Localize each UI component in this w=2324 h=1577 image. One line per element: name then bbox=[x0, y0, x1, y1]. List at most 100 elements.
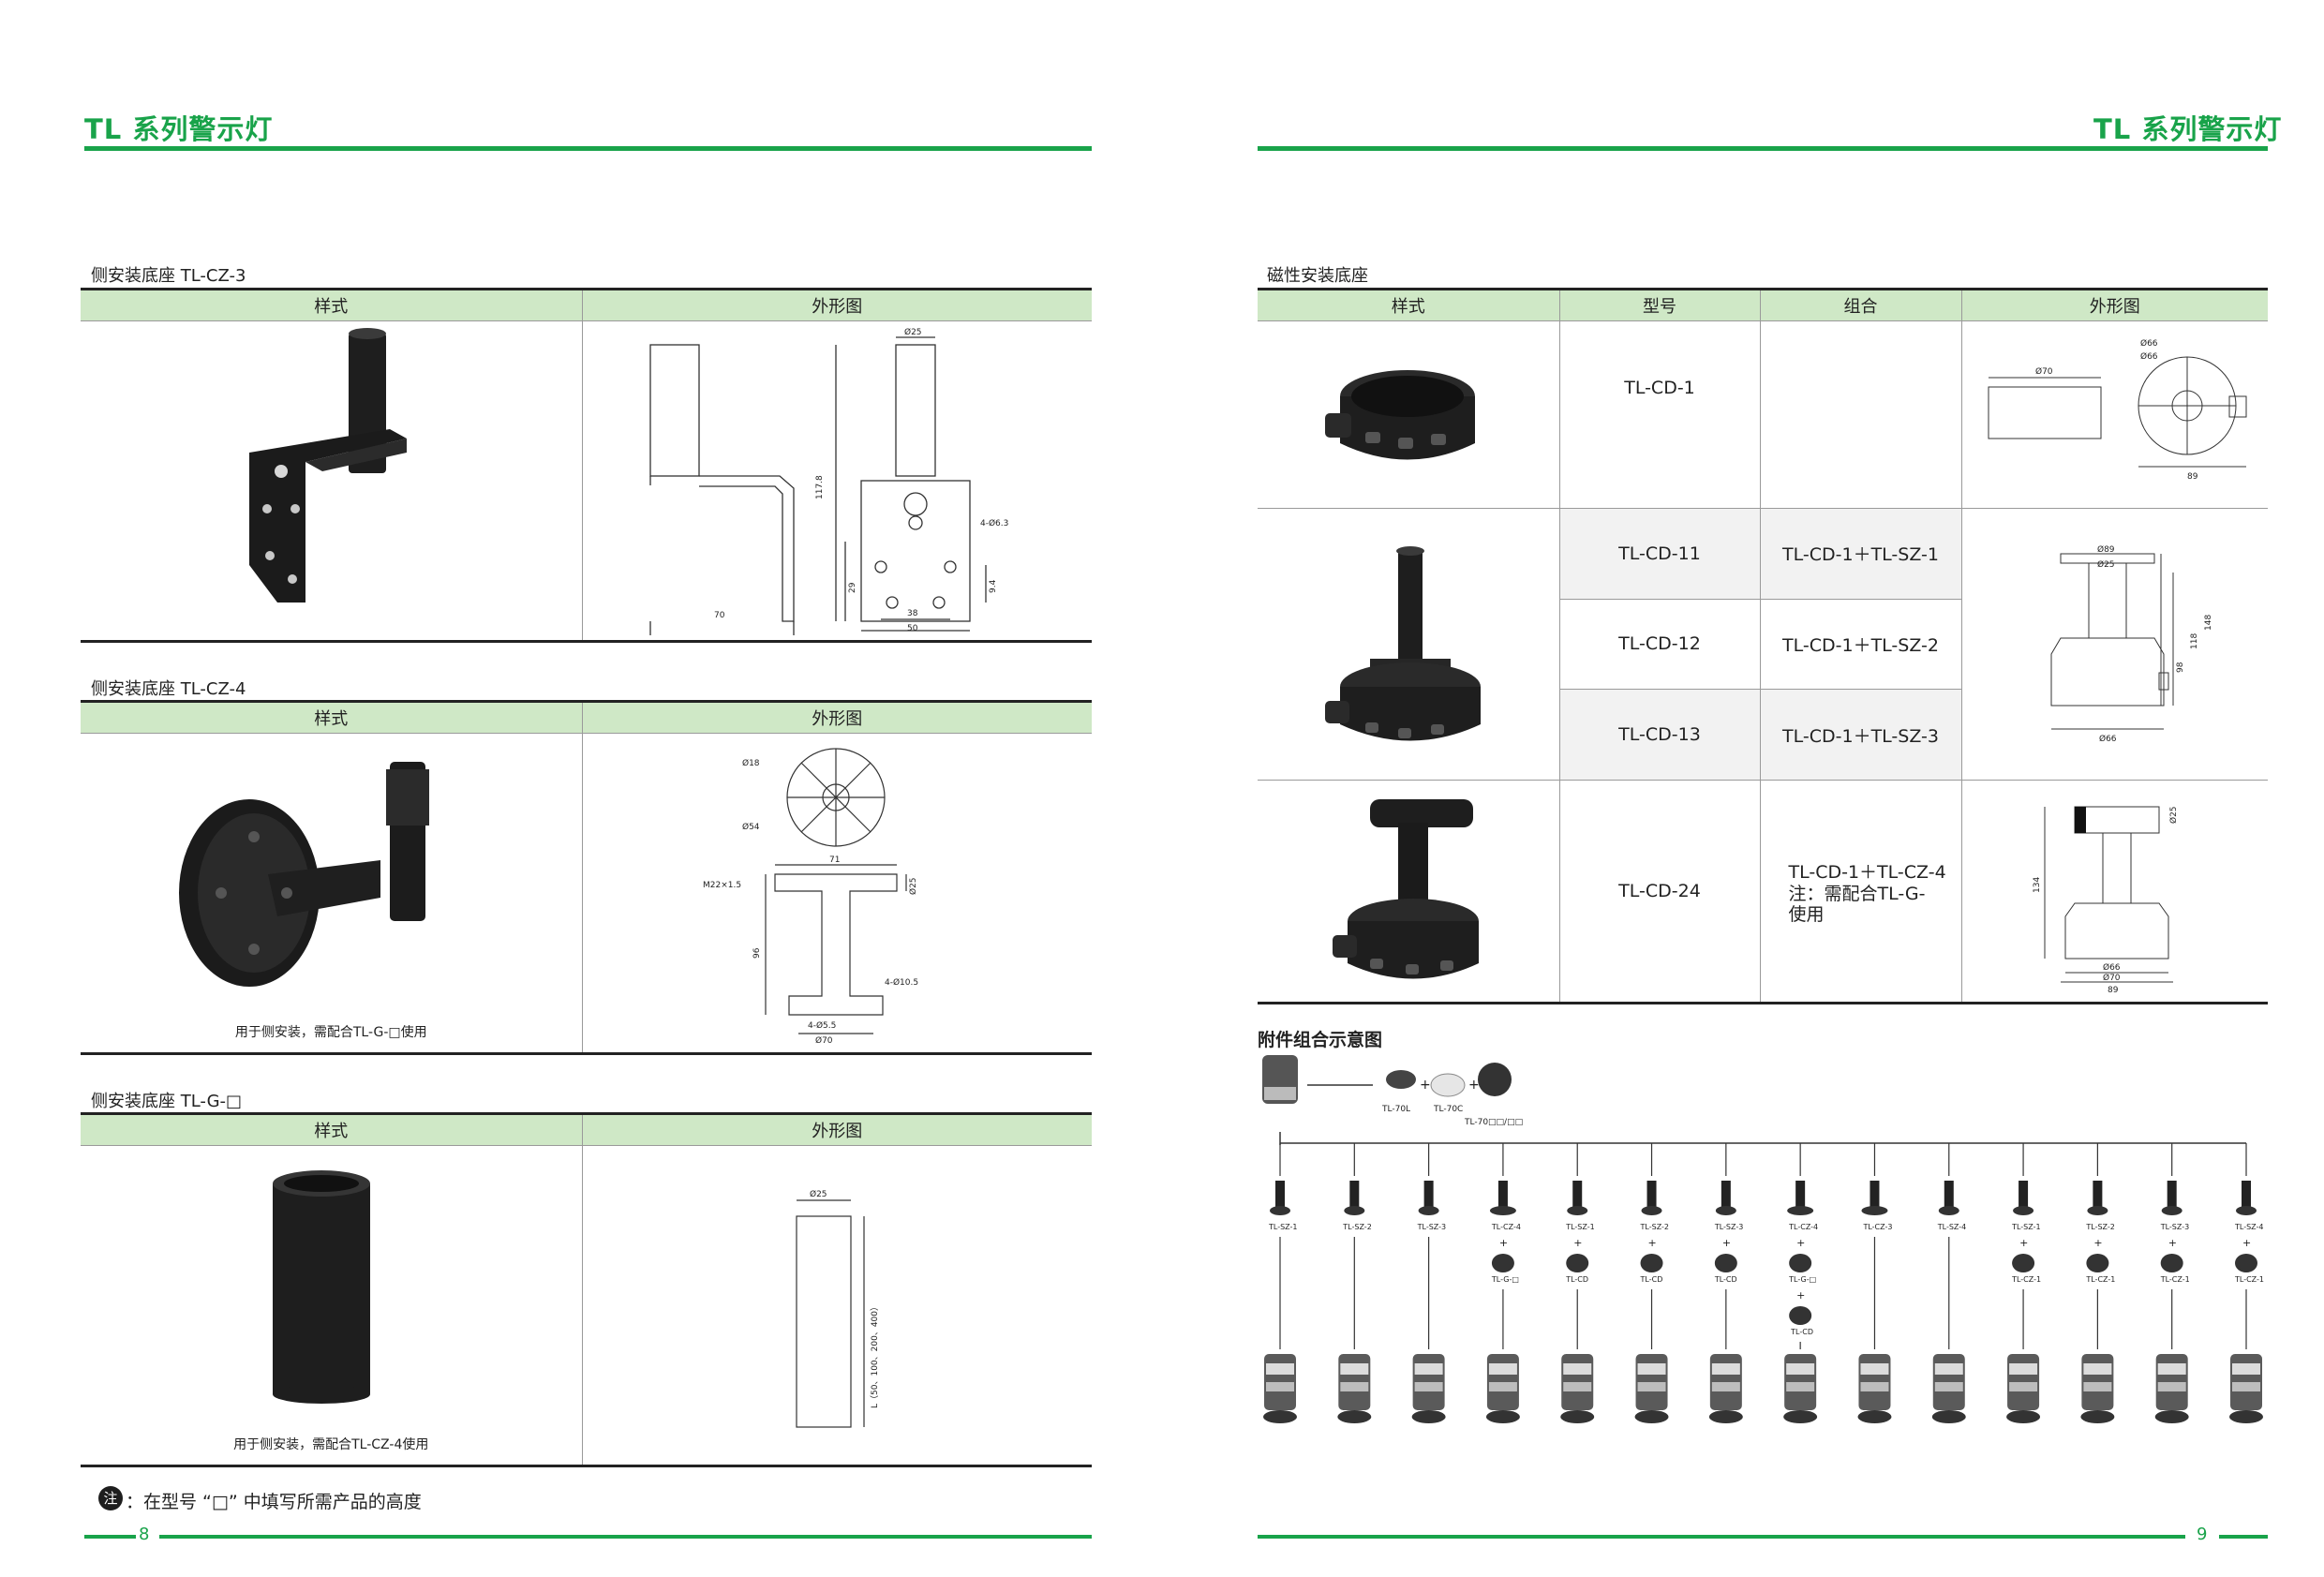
section-title-g: 侧安装底座 TL-G-□ bbox=[91, 1092, 243, 1111]
drawing-cell: Ø25 134 Ø66 Ø70 89 bbox=[1960, 780, 2268, 1004]
accessory-label: TL-CZ-4 bbox=[1491, 1223, 1521, 1231]
dim-label: Ø18 bbox=[742, 758, 760, 768]
column-header-combination: 组合 bbox=[1759, 288, 1962, 321]
photo-cell bbox=[81, 320, 583, 643]
dim-label: 134 bbox=[2033, 877, 2042, 893]
header-rule-right bbox=[1258, 146, 2268, 151]
mount-part-icon bbox=[1497, 1181, 1508, 1209]
dim-label: Ø25 bbox=[908, 877, 918, 895]
accessory-column: TL-SZ-1+TL-CD bbox=[1560, 1143, 1595, 1423]
mount-part-icon bbox=[2019, 1181, 2029, 1209]
accessory-label: TL-SZ-2 bbox=[1342, 1223, 1371, 1231]
mount-base-icon bbox=[2013, 1206, 2034, 1215]
dim-label: 98 bbox=[2176, 662, 2185, 673]
dim-label: 4-Ø5.5 bbox=[808, 1020, 836, 1031]
combo-cell: TL-CD-1＋TL-SZ-3 bbox=[1759, 689, 1961, 781]
accessory-label: TL-CZ-4 bbox=[1788, 1223, 1818, 1231]
plus-sign: + bbox=[1796, 1237, 1805, 1249]
accessory-label: TL-CD bbox=[1565, 1275, 1588, 1284]
dim-label: Ø66 bbox=[2140, 351, 2158, 362]
accessory-label: TL-SZ-1 bbox=[2011, 1223, 2040, 1231]
dim-label: Ø25 bbox=[904, 327, 922, 337]
mount-base-icon bbox=[1861, 1206, 1888, 1215]
plus-sign: + bbox=[2168, 1237, 2177, 1249]
accessory-label: TL-CZ-1 bbox=[2085, 1275, 2115, 1284]
mount-base-icon bbox=[1489, 1206, 1516, 1215]
accessory-label: TL-70□□/□□ bbox=[1464, 1118, 1523, 1127]
svg-text:+: + bbox=[1468, 1078, 1480, 1093]
accessory-column: TL-SZ-4+TL-CZ-1 bbox=[2229, 1143, 2264, 1423]
column-header-outline: 外形图 bbox=[581, 700, 1092, 734]
tl-cz-4-photo bbox=[179, 762, 429, 987]
combo-text: TL-CD-1＋TL-CZ-4 bbox=[1788, 861, 1946, 883]
drawing-cell: Ø25 117.8 4-Ø6.3 9.4 29 70 38 50 bbox=[581, 320, 1092, 643]
column-header-outline: 外形图 bbox=[581, 1112, 1092, 1146]
table-magnetic: 样式 型号 组合 外形图 TL-CD-1 bbox=[1258, 288, 2268, 1004]
mount-part-icon bbox=[1572, 1181, 1583, 1209]
tl-cd-11-photo bbox=[1325, 546, 1481, 741]
column-header-outline: 外形图 bbox=[1960, 288, 2268, 321]
combo-cell: TL-CD-1＋TL-SZ-1 bbox=[1759, 508, 1962, 600]
header-rule-left bbox=[84, 146, 1092, 151]
photo-cell bbox=[1258, 508, 1560, 781]
column-header-model: 型号 bbox=[1558, 288, 1761, 321]
section-title-cz3: 侧安装底座 TL-CZ-3 bbox=[91, 266, 246, 286]
dim-label: 38 bbox=[907, 609, 918, 618]
mid-part-icon bbox=[2160, 1254, 2183, 1272]
tl-cd-24-photo bbox=[1333, 799, 1479, 979]
tl-g-photo bbox=[273, 1170, 370, 1404]
drawing-cell: Ø70 Ø66 Ø66 89 bbox=[1960, 320, 2268, 509]
dim-label: Ø66 bbox=[2103, 962, 2121, 973]
mount-base-icon bbox=[1418, 1206, 1439, 1215]
dim-label: 96 bbox=[752, 947, 762, 959]
model-cell: TL-CD-11 bbox=[1558, 508, 1761, 600]
mount-part-icon bbox=[1349, 1181, 1360, 1209]
plus-sign: + bbox=[2019, 1237, 2028, 1249]
drawing-cell: Ø18 Ø54 71 M22×1.5 Ø25 96 4-Ø10.5 4-Ø5.5… bbox=[581, 733, 1092, 1055]
dim-label: 118 bbox=[2190, 633, 2199, 649]
dim-label: Ø66 bbox=[2140, 338, 2158, 349]
model-cell: TL-CD-12 bbox=[1559, 599, 1761, 691]
table-cz4: 样式 外形图 用于侧安装，需配合TL-G-□使用 bbox=[81, 700, 1092, 1055]
accessory-column: TL-SZ-2+TL-CZ-1 bbox=[2080, 1143, 2115, 1423]
dim-label: 4-Ø10.5 bbox=[885, 977, 918, 988]
accessory-column: TL-CZ-4+TL-G-□+TL-CD bbox=[1783, 1143, 1818, 1423]
tl-cz-4-drawing: Ø18 Ø54 71 M22×1.5 Ø25 96 4-Ø10.5 4-Ø5.5… bbox=[703, 748, 918, 1046]
accessory-column: TL-CZ-3 bbox=[1857, 1143, 1892, 1423]
dim-label: M22×1.5 bbox=[703, 881, 741, 890]
accessory-title: 附件组合示意图 bbox=[1258, 1030, 1383, 1050]
brand-title-left: TL 系列警示灯 bbox=[84, 113, 274, 145]
dim-label: L（50、100、200、400） bbox=[870, 1302, 880, 1408]
model-cell: TL-CD-1 bbox=[1558, 320, 1761, 509]
accessory-label: TL-CZ-1 bbox=[2160, 1275, 2190, 1284]
photo-cell: 用于侧安装，需配合TL-CZ-4使用 bbox=[81, 1145, 583, 1467]
mount-base-icon bbox=[1567, 1206, 1588, 1215]
plus-sign: + bbox=[2242, 1237, 2251, 1249]
accessory-label: TL-SZ-4 bbox=[1937, 1223, 1966, 1231]
mount-base-icon bbox=[1270, 1206, 1290, 1215]
accessory-label: TL-SZ-3 bbox=[1714, 1223, 1743, 1231]
photo-cell bbox=[1258, 320, 1560, 509]
page-number-left: 8 bbox=[139, 1525, 150, 1544]
mount-base-icon bbox=[1787, 1206, 1814, 1215]
tl-cz-3-photo bbox=[249, 328, 407, 603]
accessory-column: TL-SZ-4 bbox=[1931, 1143, 1966, 1423]
svg-text:+: + bbox=[1420, 1078, 1431, 1093]
mount-part-icon bbox=[1275, 1181, 1285, 1209]
footer-rule-left-a bbox=[84, 1535, 136, 1539]
accessory-label: TL-SZ-2 bbox=[2085, 1223, 2114, 1231]
model-cell: TL-CD-24 bbox=[1558, 780, 1761, 1004]
dim-label: Ø25 bbox=[2168, 806, 2179, 824]
mid-part-icon bbox=[1789, 1306, 1812, 1325]
mount-base-icon bbox=[1715, 1206, 1736, 1215]
accessory-column: TL-SZ-2+TL-CD bbox=[1634, 1143, 1669, 1423]
column-header-style: 样式 bbox=[81, 700, 583, 734]
plus-sign: + bbox=[1648, 1237, 1657, 1249]
column-header-style: 样式 bbox=[81, 288, 583, 321]
accessory-column: TL-SZ-3+TL-CD bbox=[1708, 1143, 1743, 1423]
accessory-label: TL-SZ-3 bbox=[2160, 1223, 2189, 1231]
accessory-label: TL-CD bbox=[1790, 1328, 1813, 1336]
section-title-magnetic: 磁性安装底座 bbox=[1267, 266, 1368, 286]
column-header-style: 样式 bbox=[81, 1112, 583, 1146]
footer-rule-right-a bbox=[1258, 1535, 2185, 1539]
